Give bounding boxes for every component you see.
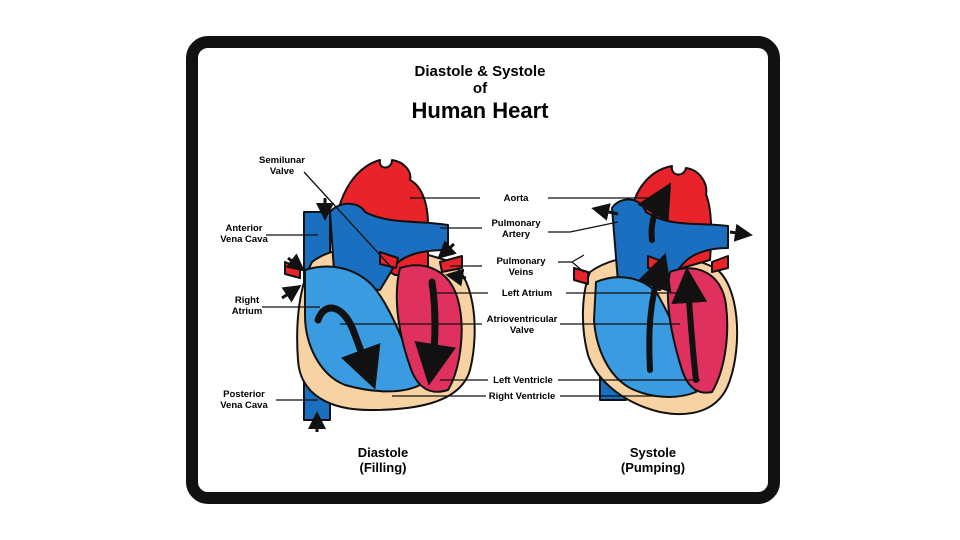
- systole-ventricle-up-arrow: [637, 252, 672, 373]
- label-aorta: Aorta: [503, 193, 529, 204]
- label-anterior-vena-cava: Anterior Vena Cava: [220, 223, 268, 245]
- label-right-ventricle: Right Ventricle: [488, 391, 556, 402]
- pv-inflow-arrow-4: [445, 268, 467, 287]
- caption-diastole: Diastole (Filling): [357, 445, 409, 475]
- systole-vein-stub-left: [573, 267, 589, 285]
- systole-pulmonary-vein-1: [711, 255, 729, 273]
- label-pulmonary-artery: Pulmonary Artery: [491, 218, 541, 240]
- label-atrioventricular-valve: Atrioventricular Valve: [486, 314, 558, 336]
- systole-left-ventricle-up-arrow: [671, 267, 708, 383]
- label-pulmonary-veins: Pulmonary Veins: [496, 256, 546, 278]
- leader-pulmonary-artery-right: [548, 221, 619, 233]
- leader-lines: [262, 171, 700, 401]
- pv-inflow-arrow-1: [285, 253, 306, 272]
- systole-aorta-exit-arrow: [591, 203, 619, 221]
- diastole-pulmonary-artery: [329, 202, 449, 291]
- diastole-pulmonary-vein-2: [379, 251, 399, 269]
- leader-pulmonary-veins-right: [558, 254, 585, 273]
- leader-semilunar-valve: [303, 171, 393, 269]
- diastole-heart: [284, 159, 476, 421]
- diastole-right-flow-arrow: [314, 304, 381, 390]
- label-posterior-vena-cava: Posterior Vena Cava: [220, 389, 268, 411]
- systole-aorta-up-arrow: [637, 182, 672, 243]
- label-semilunar-valve: Semilunar Valve: [259, 155, 305, 177]
- systole-pa-exit-arrow: [729, 223, 753, 242]
- label-right-atrium: Right Atrium: [231, 295, 263, 317]
- systole-flow-arrows: [637, 182, 708, 383]
- title-line-3: Human Heart: [411, 98, 549, 123]
- caption-systole: Systole (Pumping): [620, 445, 686, 475]
- label-left-ventricle: Left Ventricle: [493, 375, 553, 386]
- title-line-2: of: [472, 80, 488, 97]
- diastole-entry-arrows: [281, 198, 467, 432]
- pv-inflow-arrow-3: [437, 240, 457, 260]
- title-line-1: Diastole & Systole: [414, 63, 546, 80]
- pv-inflow-arrow-2: [281, 285, 302, 303]
- systole-exit-arrows: [591, 203, 753, 242]
- label-left-atrium: Left Atrium: [501, 288, 553, 299]
